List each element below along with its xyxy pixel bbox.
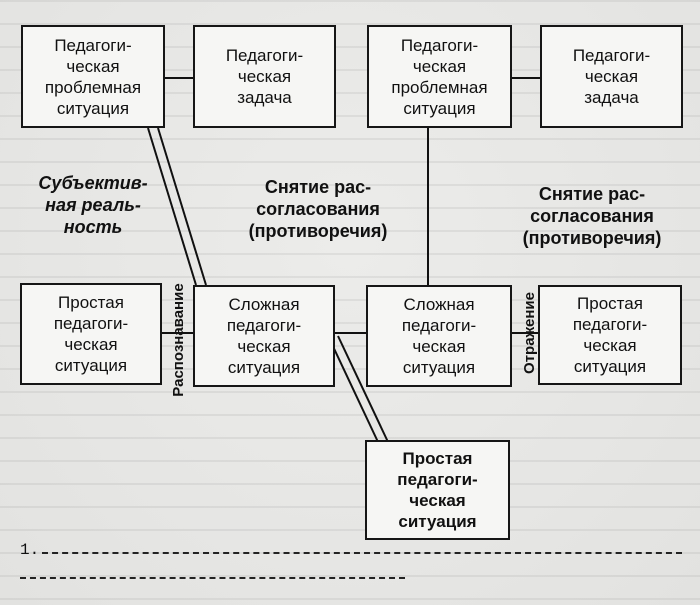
simple-situation-box-2: Простая педагоги- ческая ситуация xyxy=(538,285,682,385)
problem-situation-box-1: Педагоги- ческая проблемная ситуация xyxy=(21,25,165,128)
simple-situation-text-2: Простая педагоги- ческая ситуация xyxy=(572,294,648,376)
simple-situation-box-3: Простая педагоги- ческая ситуация xyxy=(365,440,510,540)
answer-line-1 xyxy=(42,552,682,554)
reflection-label: Отражение xyxy=(521,292,538,374)
contradiction-removal-label-2: Снятие рас- согласования (противоречия) xyxy=(522,184,662,248)
simple-situation-text-3: Простая педагоги- ческая ситуация xyxy=(397,449,478,531)
task-text-2: Педагоги- ческая задача xyxy=(572,46,651,107)
task-box-2: Педагоги- ческая задача xyxy=(540,25,683,128)
complex-situation-box-1: Сложная педагоги- ческая ситуация xyxy=(193,285,335,387)
complex-situation-text-2: Сложная педагоги- ческая ситуация xyxy=(401,295,477,377)
problem-situation-box-2: Педагоги- ческая проблемная ситуация xyxy=(367,25,512,128)
task-text-1: Педагоги- ческая задача xyxy=(225,46,304,107)
problem-situation-text-1: Педагоги- ческая проблемная ситуация xyxy=(44,35,142,118)
answer-line-2 xyxy=(20,577,405,579)
footnote-number: 1. xyxy=(20,541,40,559)
task-box-1: Педагоги- ческая задача xyxy=(193,25,336,128)
simple-situation-text-1: Простая педагоги- ческая ситуация xyxy=(53,293,129,375)
simple-situation-box-1: Простая педагоги- ческая ситуация xyxy=(20,283,162,385)
recognition-label: Распознавание xyxy=(170,283,187,397)
complex-situation-text-1: Сложная педагоги- ческая ситуация xyxy=(226,295,302,377)
contradiction-removal-label-1: Снятие рас- согласования (противоречия) xyxy=(248,177,388,241)
subjective-reality-label: Субъектив- ная реаль- ность xyxy=(38,173,148,237)
problem-situation-text-2: Педагоги- ческая проблемная ситуация xyxy=(391,35,488,118)
complex-situation-box-2: Сложная педагоги- ческая ситуация xyxy=(366,285,512,387)
